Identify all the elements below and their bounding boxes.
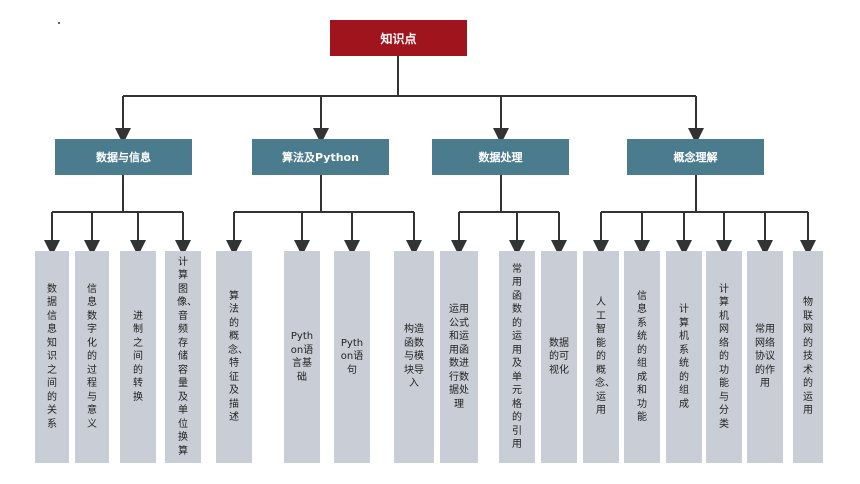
leaf-node: 常用函数的运用及单元格的引用 (499, 251, 535, 463)
leaf-label: 常用网络协议的作用 (755, 324, 775, 390)
category-label: 数据与信息 (96, 151, 151, 164)
category-data-processing: 数据处理 (432, 139, 569, 175)
root-label: 知识点 (380, 31, 417, 46)
leaf-label: 信息数字化的过程与意义 (87, 283, 97, 430)
leaf-node: 构造函数与模块导入 (394, 251, 434, 463)
leaf-node: Python语言基础 (284, 251, 320, 463)
leaf-node: 信息系统的组成和功能 (624, 251, 660, 463)
leaf-label: 构造函数与模块导入 (404, 324, 424, 390)
leaf-label: 物联网的技术的运用 (803, 297, 813, 417)
leaf-node: 计算图像、音频存储容量及单位换算 (165, 251, 201, 463)
leaf-label: Python语句 (340, 337, 364, 376)
leaf-node: 数据的可视化 (541, 251, 577, 463)
leaf-node: 进制之间的转换 (120, 251, 156, 463)
leaf-label: 数据信息知识之间的关系 (47, 283, 57, 430)
leaf-label: 进制之间的转换 (133, 310, 143, 403)
leaf-label: 信息系统的组成和功能 (637, 290, 647, 424)
leaf-node: 人工智能的概念、运用 (583, 251, 619, 463)
category-concepts: 概念理解 (627, 139, 764, 175)
leaf-label: 计算机网络的功能与分类 (719, 283, 729, 430)
leaf-label: 算法的概念、特征及描述 (228, 290, 248, 424)
leaf-label: 运用公式和运用函数进行数据处理 (449, 304, 469, 410)
leaf-label: Python语言基础 (290, 331, 314, 383)
leaf-node: Python语句 (334, 251, 370, 463)
leaf-node: 计算机系统的组成 (666, 251, 702, 463)
leaf-node: 物联网的技术的运用 (793, 251, 823, 463)
category-label: 算法及Python (282, 151, 359, 164)
category-algorithm-python: 算法及Python (252, 139, 389, 175)
leaf-node: 信息数字化的过程与意义 (75, 251, 109, 463)
category-label: 数据处理 (478, 151, 523, 164)
category-label: 概念理解 (673, 151, 718, 164)
leaf-label: 人工智能的概念、运用 (595, 297, 615, 417)
leaf-node: 计算机网络的功能与分类 (706, 251, 742, 463)
leaf-label: 计算机系统的组成 (679, 304, 689, 410)
leaf-node: 常用网络协议的作用 (747, 251, 783, 463)
leaf-node: 运用公式和运用函数进行数据处理 (440, 251, 478, 463)
leaf-node: 算法的概念、特征及描述 (216, 251, 252, 463)
leaf-label: 计算图像、音频存储容量及单位换算 (177, 256, 197, 457)
leaf-label: 常用函数的运用及单元格的引用 (512, 263, 522, 451)
root-node: 知识点 (330, 20, 467, 56)
leaf-label: 数据的可视化 (549, 337, 569, 376)
decorative-dot (58, 22, 60, 24)
leaf-node: 数据信息知识之间的关系 (35, 251, 69, 463)
category-data-info: 数据与信息 (55, 139, 192, 175)
